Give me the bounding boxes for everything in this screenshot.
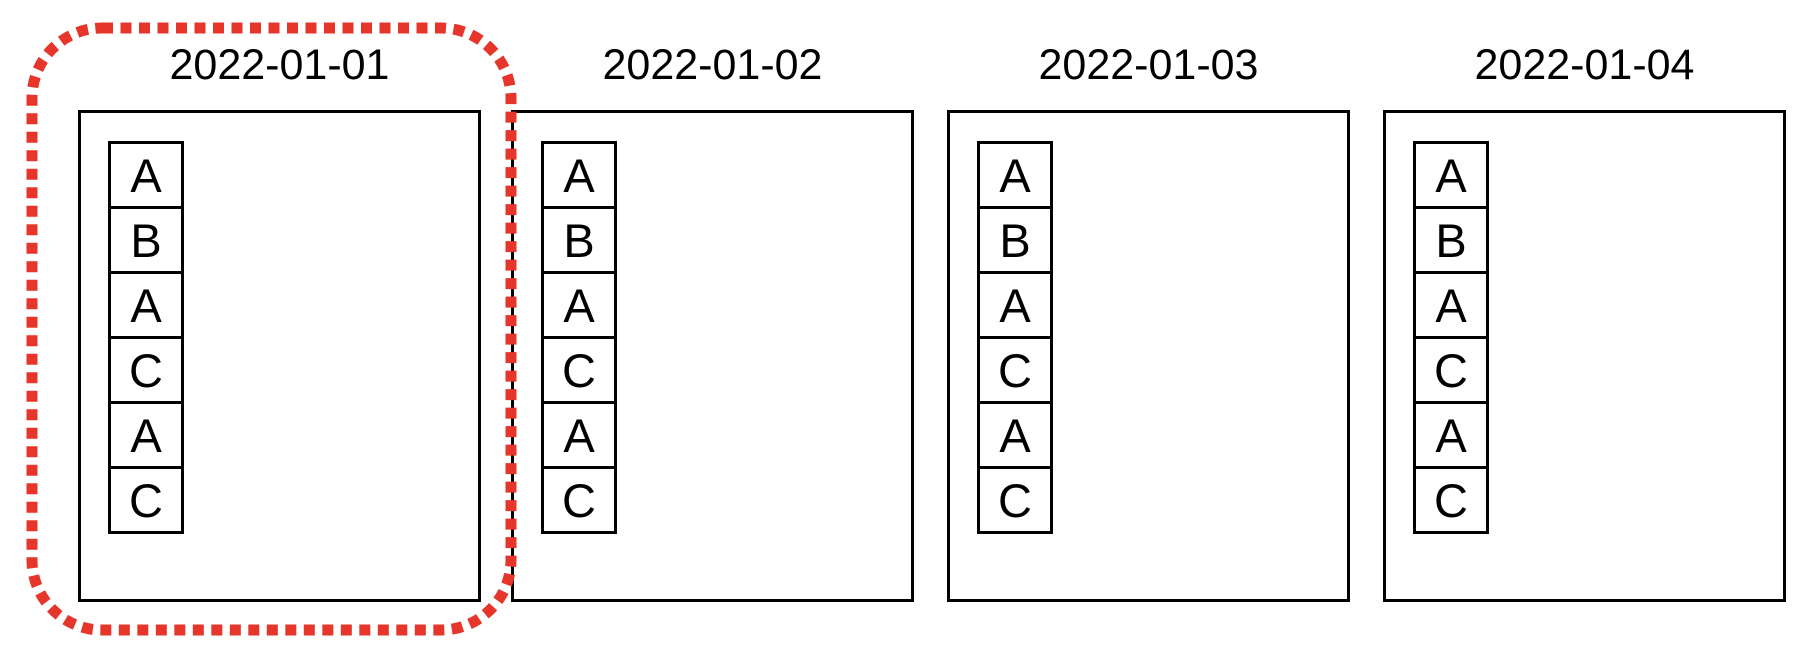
sequence-cell: A <box>541 271 617 339</box>
sequence-cell: A <box>1413 141 1489 209</box>
sequence-cell: A <box>1413 401 1489 469</box>
sequence-cell: A <box>108 271 184 339</box>
sequence-cell: C <box>541 336 617 404</box>
sequence-cell: A <box>541 141 617 209</box>
day-title: 2022-01-02 <box>602 41 823 89</box>
sequence-cell: C <box>108 466 184 534</box>
day-title: 2022-01-03 <box>1038 41 1259 89</box>
sequence-cell: B <box>977 206 1053 274</box>
sequence-cell: A <box>977 401 1053 469</box>
sequence-cell: A <box>541 401 617 469</box>
day-title: 2022-01-01 <box>169 41 390 89</box>
sequence-cell: B <box>108 206 184 274</box>
sequence-cell: A <box>977 141 1053 209</box>
sequence-cell: C <box>108 336 184 404</box>
sequence-cell: C <box>977 466 1053 534</box>
sequence-cell: B <box>1413 206 1489 274</box>
day-title: 2022-01-04 <box>1474 41 1695 89</box>
sequence-cell: B <box>541 206 617 274</box>
sequence-cell: A <box>977 271 1053 339</box>
sequence-cell: C <box>1413 466 1489 534</box>
sequence-cell: C <box>1413 336 1489 404</box>
sequence-cell: A <box>108 401 184 469</box>
sequence-cell: C <box>977 336 1053 404</box>
sequence-cell: A <box>108 141 184 209</box>
sequence-cell: C <box>541 466 617 534</box>
sequence-cell: A <box>1413 271 1489 339</box>
